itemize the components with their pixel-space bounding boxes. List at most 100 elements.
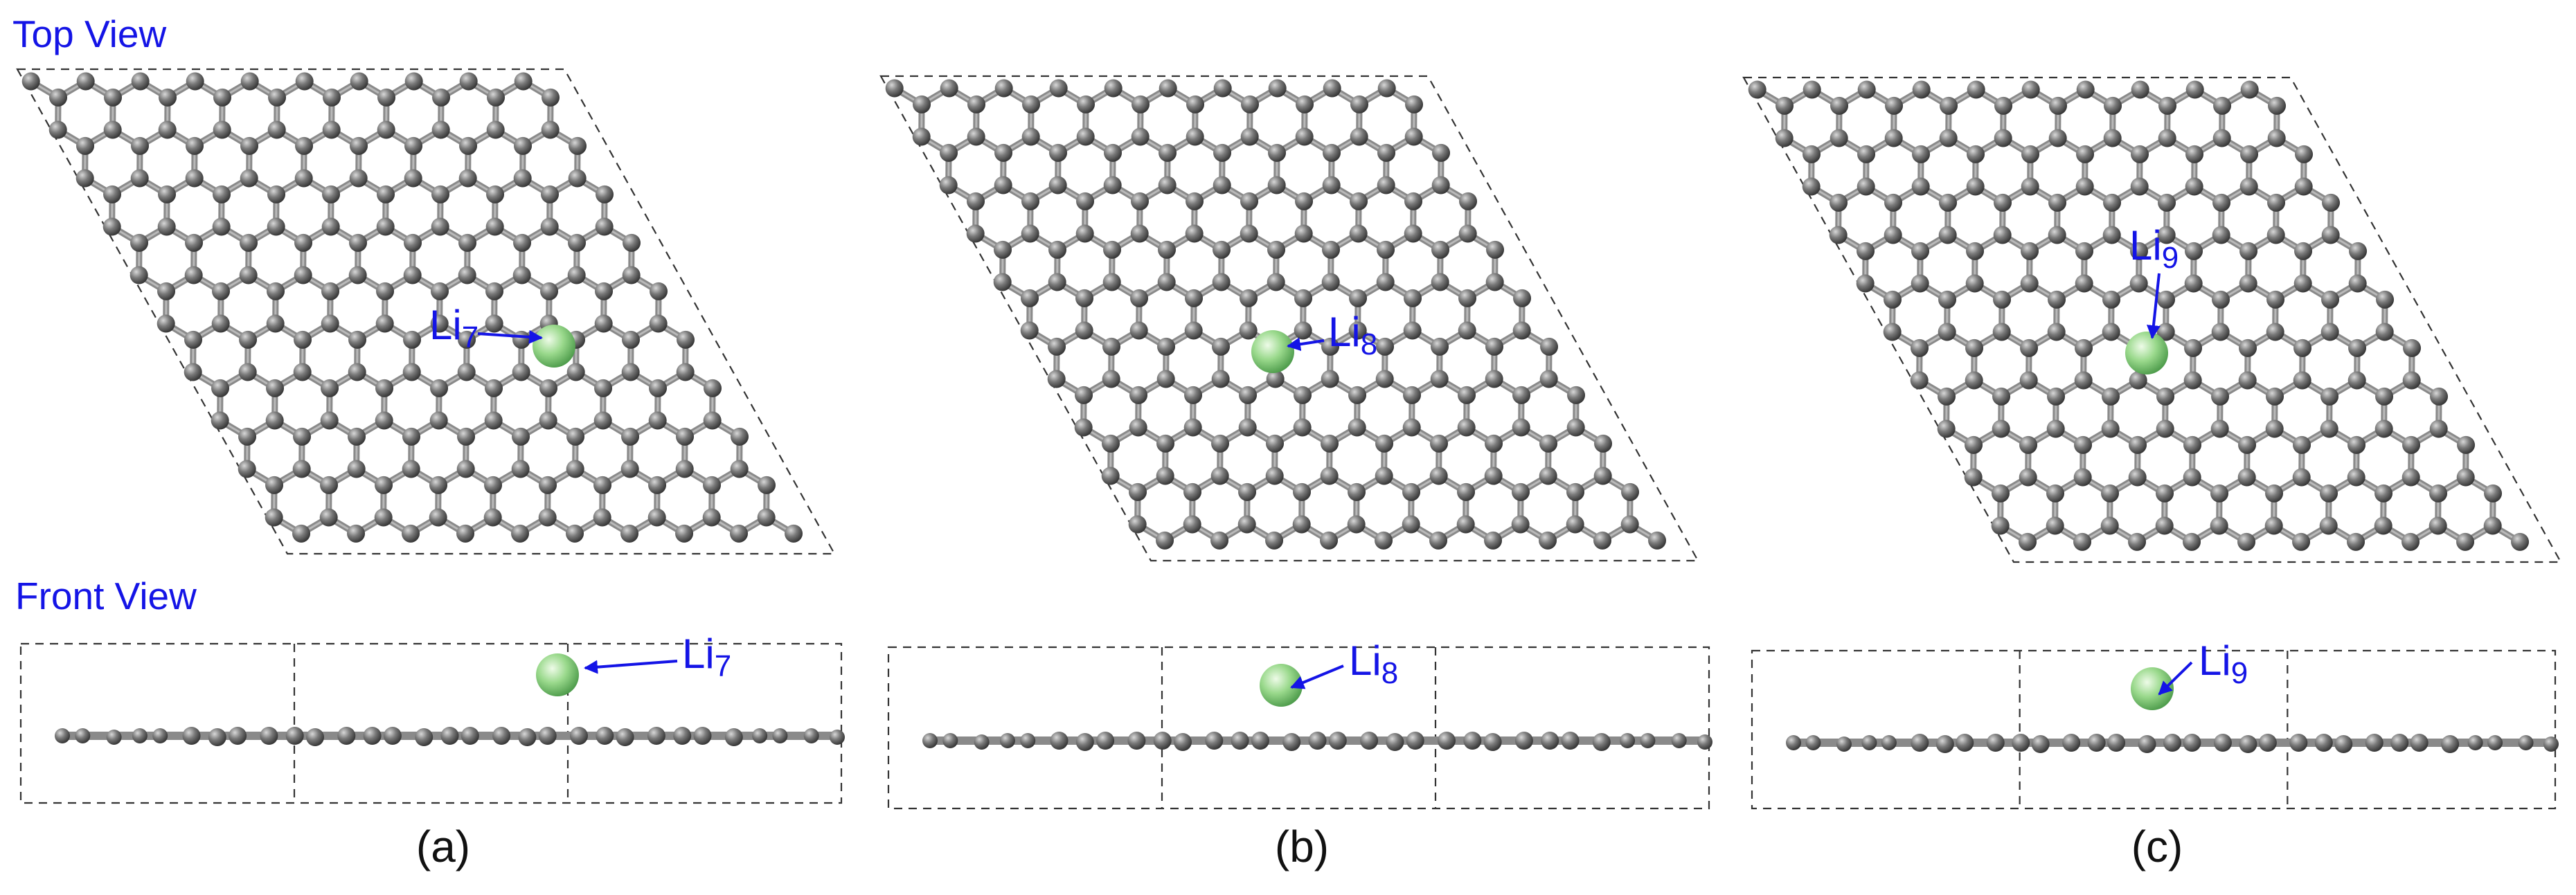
carbon-atom xyxy=(1185,224,1204,243)
carbon-atom xyxy=(620,460,639,478)
carbon-atom xyxy=(1348,321,1367,340)
li-label-front: Li9 xyxy=(2199,638,2248,690)
li-atom-front xyxy=(2131,667,2174,710)
carbon-atom xyxy=(131,72,150,91)
carbon-atom xyxy=(404,233,422,252)
carbon-atom xyxy=(1938,323,1956,341)
carbon-atom xyxy=(1157,273,1176,291)
carbon-atom xyxy=(1910,371,1929,390)
carbon-atom xyxy=(648,476,667,494)
carbon-atom xyxy=(1830,193,1848,212)
carbon-atom xyxy=(940,79,958,98)
carbon-atom xyxy=(569,136,587,155)
carbon-atom xyxy=(1431,240,1450,259)
carbon-atom xyxy=(513,169,532,188)
carbon-atom xyxy=(486,120,505,139)
carbon-atom xyxy=(2073,468,2092,487)
carbon-atom xyxy=(2347,371,2366,390)
top-unit-cell xyxy=(879,75,1699,562)
carbon-atom xyxy=(1096,732,1115,750)
carbon-atom xyxy=(348,266,367,284)
carbon-atom xyxy=(2020,338,2039,357)
carbon-atom xyxy=(2456,532,2475,551)
carbon-atom xyxy=(939,176,958,195)
carbon-atom xyxy=(1047,370,1066,388)
carbon-atom xyxy=(292,524,311,543)
carbon-atom xyxy=(1075,289,1094,307)
carbon-atom xyxy=(2101,419,2120,438)
carbon-atom xyxy=(1994,193,2012,212)
carbon-atom xyxy=(2294,177,2313,196)
carbon-atom xyxy=(1406,732,1424,750)
carbon-atom xyxy=(1267,240,1286,259)
carbon-atom xyxy=(2021,80,2040,99)
carbon-atom xyxy=(1347,515,1366,534)
carbon-atom xyxy=(2019,532,2037,551)
carbon-atom xyxy=(1883,323,1902,341)
carbon-atom xyxy=(677,330,695,349)
carbon-atom xyxy=(1348,386,1367,404)
carbon-atom xyxy=(1994,96,2013,115)
carbon-atom xyxy=(621,363,640,381)
carbon-atom xyxy=(2238,435,2257,454)
carbon-atom xyxy=(2237,468,2256,487)
carbon-atom xyxy=(1348,482,1366,501)
carbon-atom xyxy=(1127,732,1146,750)
carbon-atom xyxy=(2210,484,2229,503)
carbon-atom xyxy=(76,136,95,155)
front-unit-cell xyxy=(19,642,843,804)
carbon-atom xyxy=(1102,273,1121,291)
carbon-atom xyxy=(2211,323,2230,341)
carbon-atom xyxy=(1268,79,1287,98)
carbon-atom xyxy=(1294,321,1312,340)
carbon-atom xyxy=(1321,337,1340,356)
carbon-atom xyxy=(319,508,338,527)
carbon-atom xyxy=(2047,387,2066,406)
carbon-atom xyxy=(967,192,985,210)
carbon-atom xyxy=(1938,226,1957,244)
carbon-atom xyxy=(2131,80,2149,99)
carbon-atom xyxy=(2048,290,2066,309)
carbon-atom xyxy=(1320,467,1339,485)
carbon-atom xyxy=(492,727,511,745)
carbon-atom xyxy=(2075,242,2094,260)
carbon-atom xyxy=(2046,419,2065,438)
carbon-atom xyxy=(1020,733,1036,748)
carbon-atom xyxy=(239,330,258,349)
carbon-atom xyxy=(2457,435,2476,454)
carbon-atom xyxy=(1966,177,1985,196)
li-label-top: Li7 xyxy=(429,302,478,354)
carbon-atom xyxy=(1803,80,1821,99)
carbon-atom xyxy=(208,728,226,746)
carbon-atom xyxy=(1935,735,1954,753)
cell-boundary xyxy=(16,68,836,555)
carbon-atom xyxy=(1213,240,1231,259)
carbon-atom xyxy=(1238,418,1257,437)
carbon-atom xyxy=(2212,193,2231,212)
carbon-atom xyxy=(1567,386,1586,404)
carbon-atom xyxy=(2266,226,2285,244)
carbon-atom xyxy=(2511,532,2530,551)
carbon-atom xyxy=(2374,419,2393,438)
carbon-atom xyxy=(1213,143,1232,162)
carbon-atom xyxy=(240,169,258,188)
carbon-atom xyxy=(459,72,478,91)
carbon-atom xyxy=(1539,434,1558,453)
li-atom-top xyxy=(2125,332,2168,374)
carbon-atom xyxy=(1484,467,1503,485)
carbon-atom xyxy=(458,330,476,349)
carbon-atom xyxy=(2021,145,2040,163)
carbon-atom xyxy=(2185,80,2204,99)
carbon-atom xyxy=(1239,386,1258,404)
carbon-atom xyxy=(294,330,312,349)
carbon-atom xyxy=(129,266,148,284)
carbon-atom xyxy=(1884,290,1902,309)
carbon-atom xyxy=(1541,732,1559,750)
carbon-atom xyxy=(484,411,503,430)
carbon-atom xyxy=(429,411,448,430)
carbon-atom xyxy=(483,508,502,527)
carbon-atom xyxy=(2048,129,2067,147)
carbon-atom xyxy=(994,79,1013,98)
carbon-atom xyxy=(1512,386,1531,404)
carbon-atom xyxy=(1101,467,1120,485)
